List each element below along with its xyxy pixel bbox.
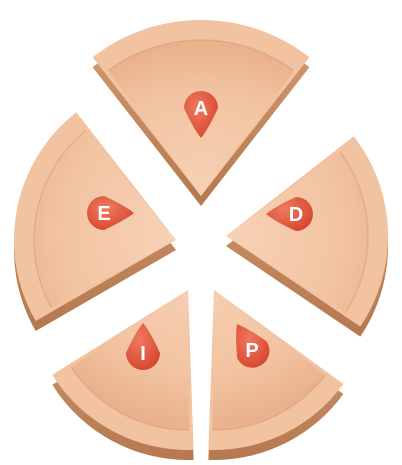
pie-slice-d: D [226,136,388,336]
slice-label-p: P [245,340,258,362]
slice-label-e: E [97,203,110,225]
pie-slice-p: P [208,290,343,460]
slice-label-a: A [194,98,208,120]
pie-slice-i: I [52,290,193,460]
slice-label-d: D [289,204,303,226]
pie-slice-e: E [14,112,176,331]
slice-label-i: I [140,343,146,365]
